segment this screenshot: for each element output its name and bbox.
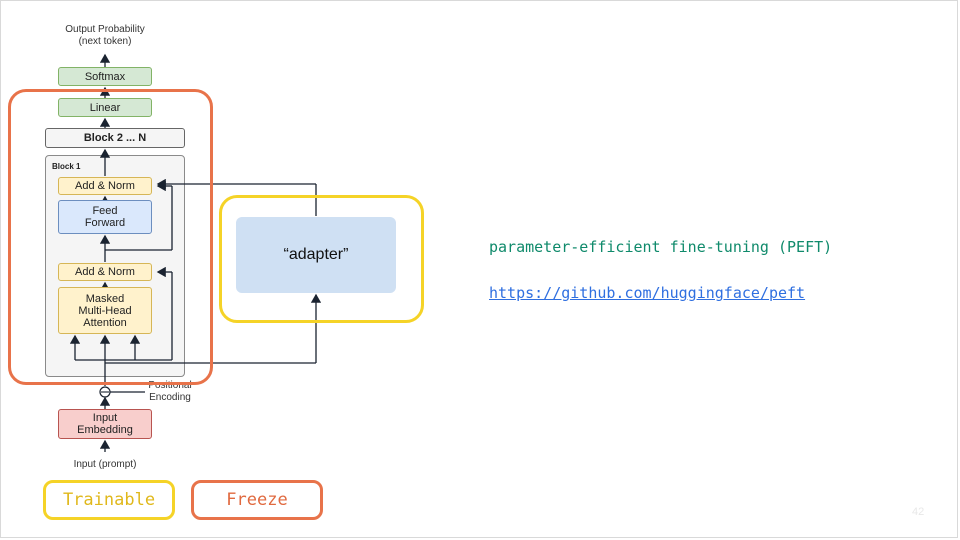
add-norm-top-box: Add & Norm [58, 177, 152, 195]
mha-line3: Attention [83, 316, 127, 329]
output-label-line1: Output Probability [65, 24, 145, 35]
output-label: Output Probability (next token) [45, 24, 165, 48]
positional-line1: Positional [148, 380, 192, 391]
adapter-box: “adapter” [236, 217, 396, 293]
feed-forward-line2: Forward [84, 217, 126, 229]
positional-line2: Encoding [149, 392, 191, 403]
peft-link[interactable]: https://github.com/huggingface/peft [489, 284, 806, 302]
masked-mha-box: Masked Multi-Head Attention [58, 287, 152, 334]
linear-label: Linear [89, 101, 121, 114]
legend-freeze: Freeze [191, 480, 323, 520]
freeze-outline [8, 89, 213, 385]
embedding-line1: Input [92, 412, 118, 424]
trainable-outline [219, 195, 424, 323]
block-1-title: Block 1 [52, 162, 81, 171]
feed-forward-line1: Feed [92, 205, 118, 217]
page-number: 42 [912, 506, 925, 518]
peft-title: parameter-efficient fine-tuning (PEFT) [489, 238, 833, 256]
add-norm-bottom-box: Add & Norm [58, 263, 152, 281]
block-n-box: Block 2 ... N [45, 128, 185, 148]
add-norm-top-label: Add & Norm [75, 180, 135, 192]
feed-forward-box: Feed Forward [58, 200, 152, 234]
block-n-label: Block 2 ... N [83, 132, 147, 144]
legend-freeze-label: Freeze [226, 490, 288, 510]
softmax-label: Softmax [84, 70, 126, 83]
embedding-line2: Embedding [77, 424, 133, 436]
input-embedding-box: Input Embedding [58, 409, 152, 439]
add-norm-bottom-label: Add & Norm [75, 266, 135, 278]
positional-encoding-label: Positional Encoding [145, 380, 195, 404]
legend-trainable: Trainable [43, 480, 175, 520]
input-prompt-label: Input (prompt) [73, 459, 137, 470]
legend-trainable-label: Trainable [62, 490, 156, 510]
adapter-label: “adapter” [283, 246, 349, 263]
output-label-line2: (next token) [78, 36, 132, 47]
linear-box: Linear [58, 98, 152, 117]
softmax-box: Softmax [58, 67, 152, 86]
mha-line2: Multi-Head [78, 304, 132, 317]
mha-line1: Masked [85, 292, 125, 305]
